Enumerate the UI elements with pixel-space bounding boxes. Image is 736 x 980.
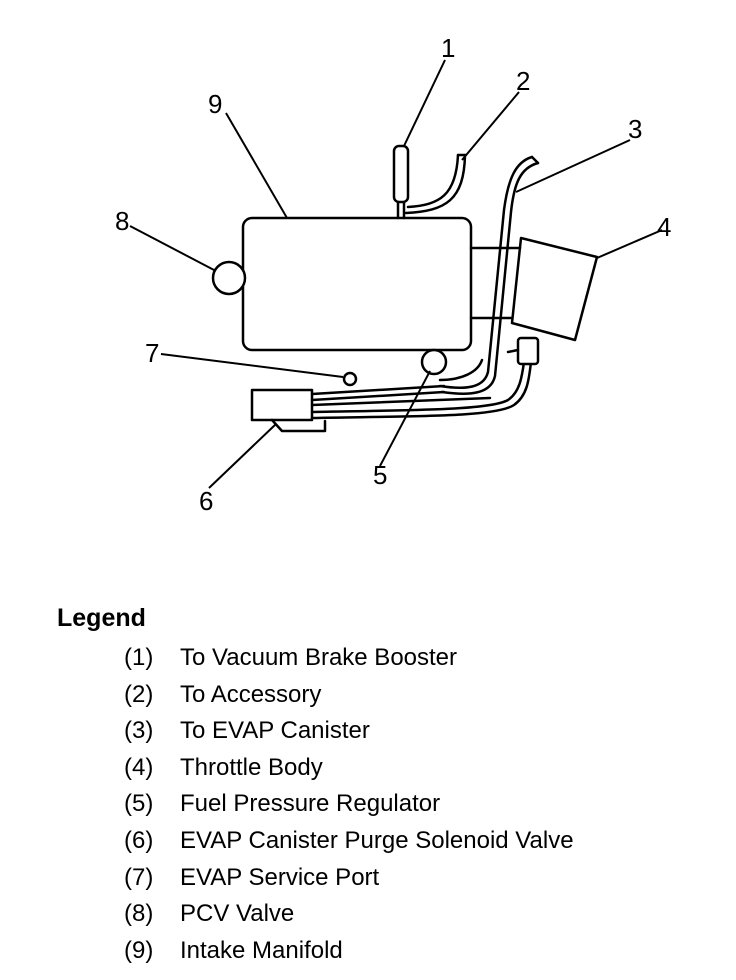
callout-4: 4 [657, 212, 671, 242]
legend-item: (6) EVAP Canister Purge Solenoid Valve [124, 823, 574, 860]
legend-number: (3) [124, 717, 154, 745]
legend-label: Fuel Pressure Regulator [180, 790, 441, 818]
legend-item: (2) To Accessory [124, 677, 574, 714]
evap-canister-hose [438, 155, 534, 389]
callout-7: 7 [145, 338, 159, 368]
legend-item: (9) Intake Manifold [124, 933, 574, 970]
legend-number: (8) [124, 900, 154, 928]
pcv-valve [211, 260, 247, 296]
callout-5: 5 [373, 460, 387, 490]
legend-item: (5) Fuel Pressure Regulator [124, 786, 574, 823]
callout-3: 3 [628, 114, 642, 144]
brake-booster-hose [392, 144, 410, 220]
legend-number: (5) [124, 790, 154, 818]
legend-label: Throttle Body [180, 753, 323, 781]
legend-number: (1) [124, 644, 154, 671]
legend-item: (8) PCV Valve [124, 896, 574, 933]
legend-title: Legend [57, 604, 146, 632]
accessory-hose [406, 153, 460, 209]
fuel-pressure-regulator [420, 348, 448, 376]
legend-number: (7) [124, 863, 154, 891]
legend-number: (4) [124, 753, 154, 781]
vacuum-hose-diagram: 1 2 3 4 5 6 7 8 9 [115, 33, 671, 516]
callout-6: 6 [199, 486, 213, 516]
legend-label: EVAP Canister Purge Solenoid Valve [180, 826, 574, 854]
legend-label: Intake Manifold [180, 936, 343, 964]
callout-8: 8 [115, 206, 129, 236]
intake-manifold [241, 216, 473, 352]
legend-number: (2) [124, 680, 154, 708]
legend-number: (9) [124, 936, 154, 964]
purge-solenoid-valve [250, 388, 314, 422]
legend-number: (6) [124, 826, 154, 854]
legend-label: PCV Valve [180, 900, 295, 928]
legend-item: (7) EVAP Service Port [124, 860, 574, 897]
throttle-body [510, 236, 599, 342]
legend-item: (3) To EVAP Canister [124, 713, 574, 750]
callout-1: 1 [441, 33, 455, 63]
legend-label: To Vacuum Brake Booster [180, 644, 458, 671]
callout-9: 9 [208, 89, 222, 119]
legend-item: (4) Throttle Body [124, 750, 574, 787]
legend-list: (1) To Vacuum Brake Booster (2) To Accesso… [124, 640, 574, 969]
legend-item: (1) To Vacuum Brake Booster [124, 640, 574, 677]
legend-label: To Accessory [180, 680, 322, 708]
legend-label: EVAP Service Port [180, 863, 380, 891]
evap-service-port [342, 371, 358, 387]
callout-2: 2 [516, 66, 530, 96]
legend-label: To EVAP Canister [180, 717, 370, 745]
